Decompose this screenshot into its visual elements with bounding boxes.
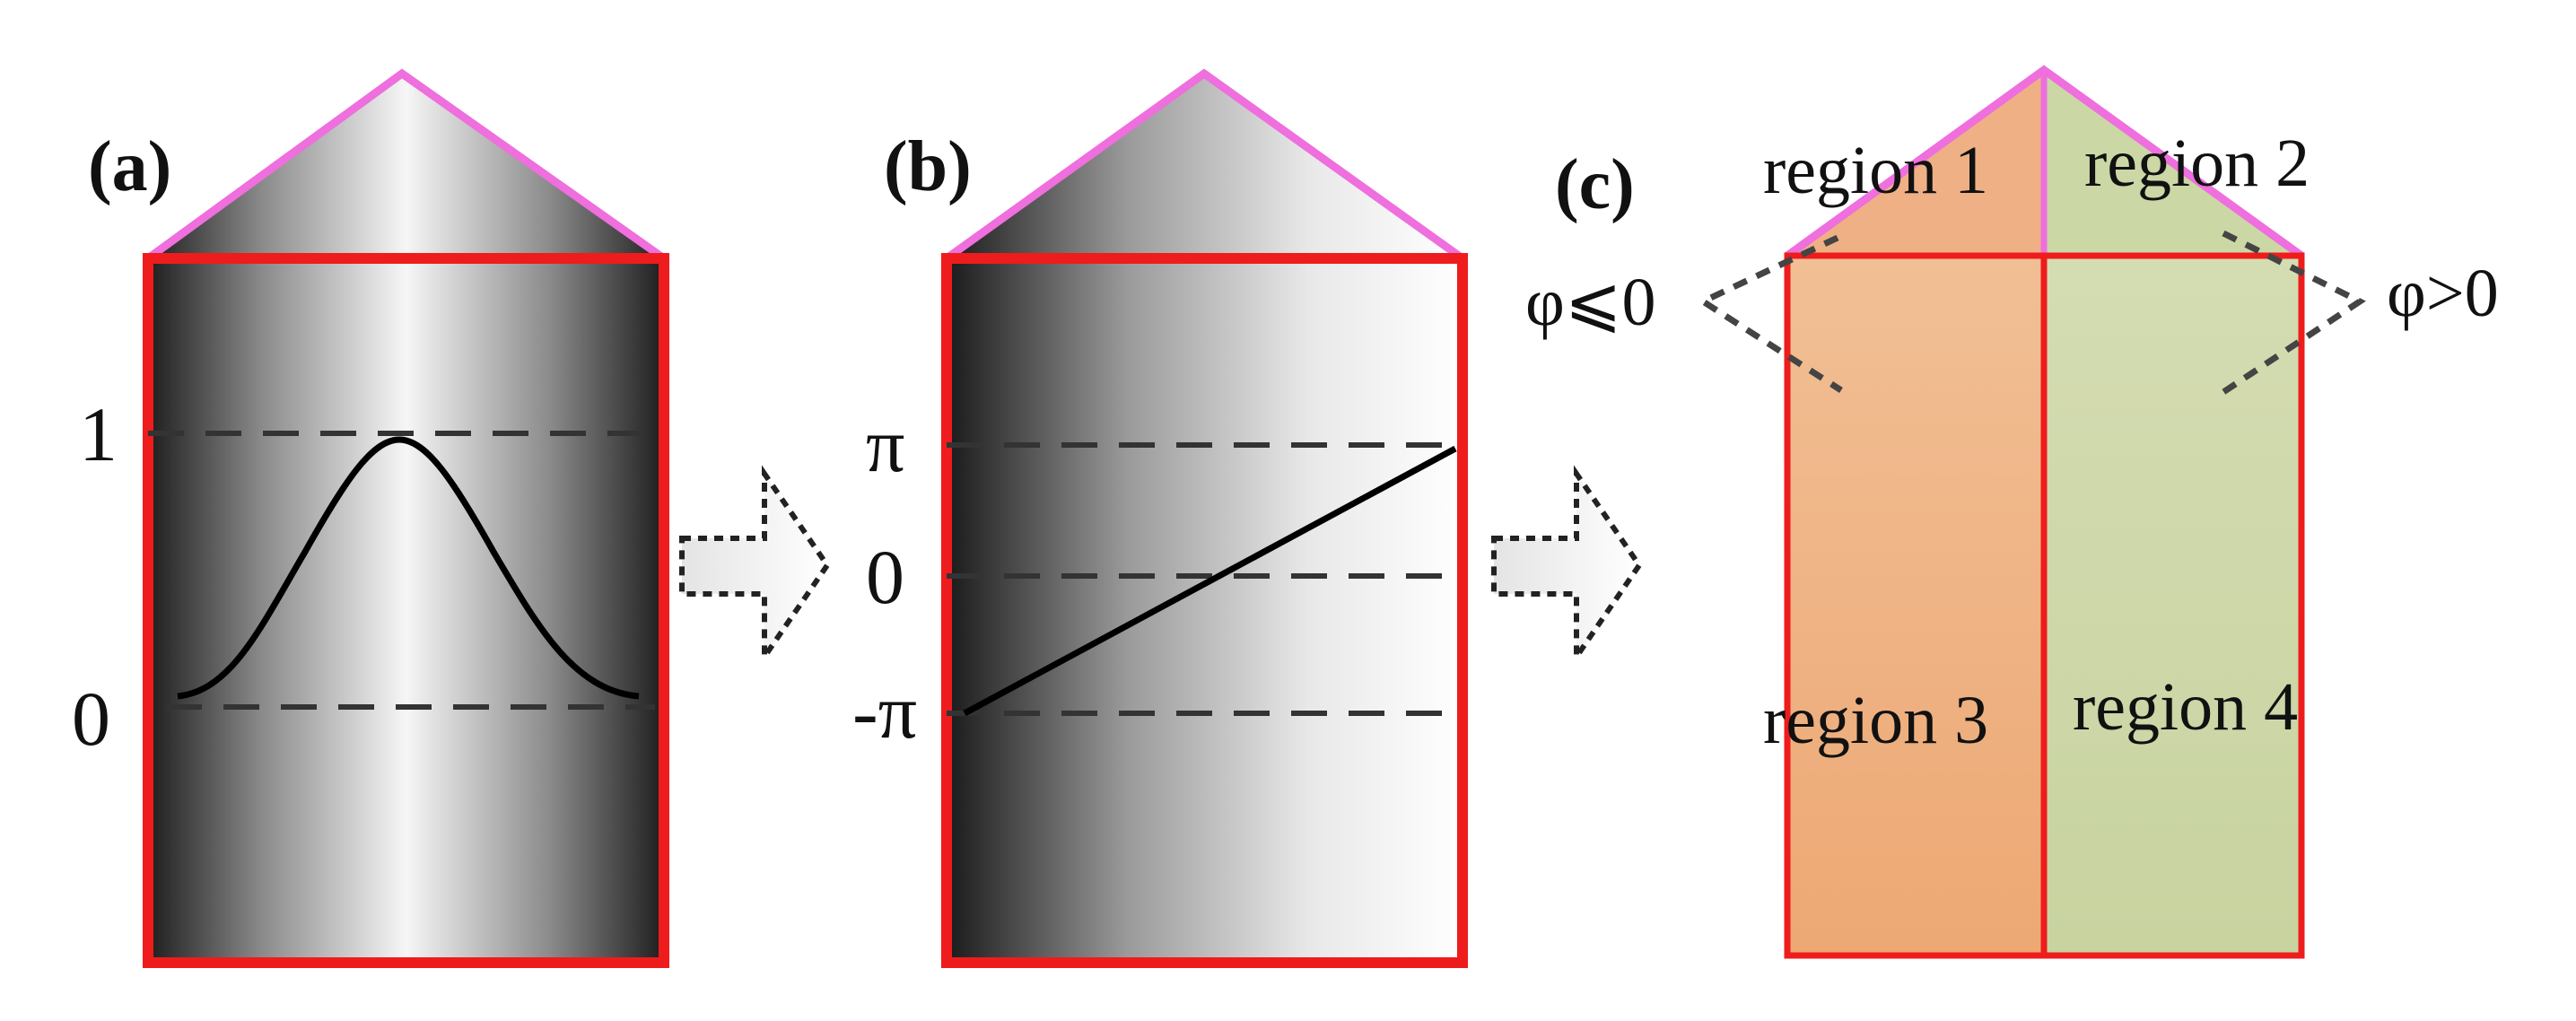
arrow-a-to-b-icon	[679, 465, 831, 666]
panel-c-label: (c)	[1555, 145, 1635, 224]
panel-b-roof	[947, 74, 1463, 258]
panel-b-level-pi-label: π	[866, 402, 904, 488]
panel-a-body	[143, 253, 669, 968]
region-4-body	[2044, 256, 2301, 956]
panel-a-level-1-label: 1	[79, 391, 118, 477]
region-4-label: region 4	[2073, 669, 2298, 745]
panel-a-gaussian-curve	[177, 436, 640, 700]
panel-c: (c) region 1 region 2 region 3 region 4 …	[1525, 65, 2499, 959]
panel-b-body	[941, 253, 1468, 968]
phi-positive-label: φ>0	[2387, 256, 2499, 331]
panel-a-roof	[148, 74, 664, 258]
panel-a: (a) 1 0	[72, 68, 669, 968]
region-3-label: region 3	[1763, 683, 1988, 758]
panel-a-roof-outline	[145, 68, 667, 262]
panel-a-level-0-label: 0	[72, 676, 110, 762]
panel-b-level-0-label: 0	[866, 534, 904, 620]
panel-b: (b) π 0 -π	[852, 68, 1468, 968]
panel-b-roof-outline	[944, 68, 1465, 262]
region-3-body	[1787, 256, 2044, 956]
phi-nonpositive-label: φ⩽0	[1525, 265, 1656, 340]
panel-b-linear-phase-line	[963, 445, 1457, 717]
phi-nonpositive-leader	[1696, 234, 1843, 393]
phi-positive-leader	[2222, 230, 2366, 395]
arrow-b-to-c-icon	[1491, 465, 1643, 666]
region-1-label: region 1	[1763, 133, 1988, 208]
panel-b-level-minus-pi-label: -π	[852, 668, 917, 755]
panel-a-label: (a)	[88, 127, 171, 206]
panel-b-label: (b)	[884, 127, 972, 206]
region-2-label: region 2	[2084, 126, 2310, 201]
